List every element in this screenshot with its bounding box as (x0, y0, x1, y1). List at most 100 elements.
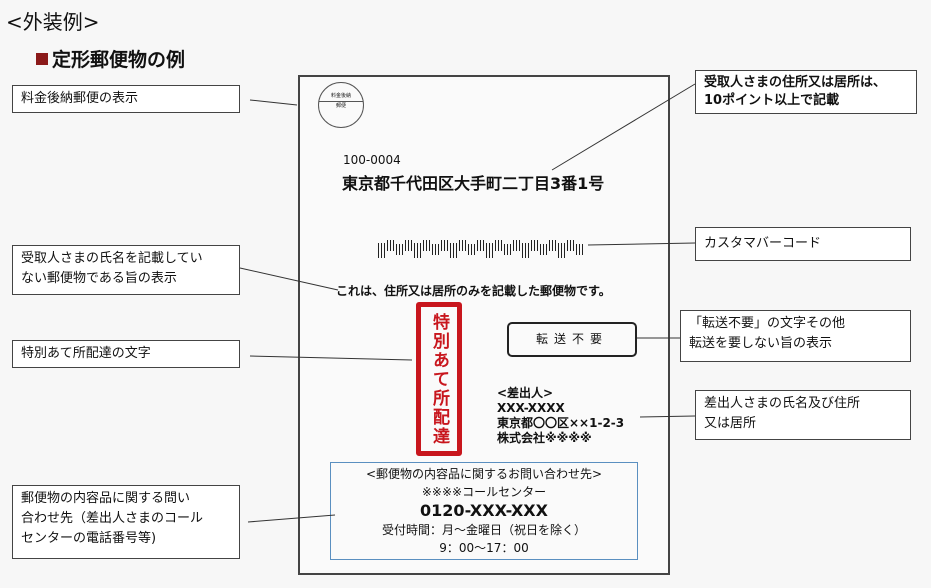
page-title: <外装例> (6, 10, 100, 34)
barcode-bar (477, 240, 478, 251)
barcode-bar (558, 243, 559, 258)
callout-no-name: 受取人さまの氏名を記載していない郵便物である旨の表示 (12, 245, 240, 295)
barcode-bar (447, 240, 448, 251)
barcode-bar (450, 243, 451, 258)
callout-line: 10ポイント以上で記載 (704, 93, 840, 108)
envelope (298, 75, 670, 575)
leader-line (587, 242, 696, 246)
sender-postal: XXX-XXXX (497, 401, 565, 415)
barcode-bar (492, 243, 493, 258)
barcode-bar (420, 243, 421, 258)
barcode-bar (402, 244, 403, 255)
stamp-line2: 郵便 (335, 103, 346, 109)
leader-line (247, 514, 336, 523)
callout-no-forward: 「転送不要」の文字その他転送を要しない旨の表示 (680, 310, 911, 362)
barcode-bar (405, 240, 406, 251)
leader-line (249, 99, 298, 106)
barcode-bar (564, 243, 565, 258)
section-title-text: 定形郵便物の例 (52, 49, 186, 71)
contact-phone: 0120-XXX-XXX (420, 501, 548, 520)
barcode-bar (501, 240, 502, 251)
barcode-bar (546, 244, 547, 255)
callout-address-size: 受取人さまの住所又は居所は、10ポイント以上で記載 (695, 70, 917, 114)
barcode-bar (438, 244, 439, 255)
barcode-bar (537, 240, 538, 251)
barcode-bar (423, 240, 424, 251)
barcode-bar (459, 240, 460, 251)
callout-line: 差出人さまの氏名及び住所 (704, 396, 861, 411)
barcode-bar (540, 244, 541, 255)
barcode-bar (510, 244, 511, 255)
leader-line (249, 355, 413, 361)
barcode-bar (390, 240, 391, 251)
barcode-bar (483, 240, 484, 251)
barcode-bar (570, 240, 571, 251)
leader-line (551, 83, 696, 171)
no-forward-mark: 転送不要 (507, 322, 637, 357)
callout-line: 「転送不要」の文字その他 (689, 316, 846, 331)
barcode-bar (567, 240, 568, 251)
barcode-bar (519, 240, 520, 251)
contact-box: <郵便物の内容品に関するお問い合わせ先> ※※※※コールセンター 0120-XX… (330, 462, 638, 560)
barcode-bar (480, 240, 481, 251)
callout-line: ない郵便物である旨の表示 (21, 271, 177, 286)
barcode-bar (435, 244, 436, 255)
barcode-bar (465, 240, 466, 251)
barcode-bar (504, 244, 505, 255)
callout-inquiry: 郵便物の内容品に関する問い合わせ先（差出人さまのコールセンターの電話番号等) (12, 485, 240, 559)
barcode-bar (378, 243, 379, 258)
callout-line: 又は居所 (704, 416, 757, 431)
leader-line (239, 267, 339, 291)
barcode-bar (471, 244, 472, 255)
barcode-bar (411, 240, 412, 251)
barcode-bar (462, 240, 463, 251)
barcode-bar (486, 243, 487, 258)
barcode-bar (456, 243, 457, 258)
barcode-bar (432, 244, 433, 255)
sender-heading: <差出人> (497, 386, 554, 400)
callout-line: 転送を要しない旨の表示 (689, 336, 833, 351)
barcode-bar (507, 244, 508, 255)
callout-line: 郵便物の内容品に関する問い (21, 491, 191, 506)
barcode-bar (582, 244, 583, 255)
callout-barcode: カスタマバーコード (695, 227, 911, 261)
barcode-bar (399, 244, 400, 255)
barcode-bar (576, 244, 577, 255)
callout-special: 特別あて所配達の文字 (12, 340, 240, 368)
barcode-bar (474, 244, 475, 255)
callout-postage: 料金後納郵便の表示 (12, 85, 240, 113)
barcode-bar (552, 240, 553, 251)
section-title: 定形郵便物の例 (36, 45, 185, 72)
barcode-bar (531, 240, 532, 251)
barcode-bar (573, 240, 574, 251)
barcode-bar (393, 240, 394, 251)
contact-hours: 9：00～17：00 (439, 541, 529, 555)
barcode-bar (426, 240, 427, 251)
barcode-bar (444, 240, 445, 251)
barcode-bar (543, 244, 544, 255)
recipient-address: 東京都千代田区大手町二丁目3番1号 (342, 174, 605, 193)
barcode-bar (381, 243, 382, 258)
barcode-bar (408, 240, 409, 251)
barcode-bar (516, 240, 517, 251)
contact-center: ※※※※コールセンター (421, 485, 547, 499)
stamp-line1: 料金後納 (319, 83, 363, 102)
barcode-bar (387, 240, 388, 251)
address-only-notice: これは、住所又は居所のみを記載した郵便物です。 (336, 284, 611, 298)
barcode-bar (384, 243, 385, 258)
sender-address: 東京都〇〇区××1-2-3 (497, 416, 625, 430)
customer-barcode (378, 240, 588, 258)
barcode-bar (579, 244, 580, 255)
barcode-bar (513, 240, 514, 251)
leader-line (639, 415, 696, 418)
barcode-bar (561, 243, 562, 258)
barcode-bar (396, 244, 397, 255)
barcode-bar (414, 243, 415, 258)
barcode-bar (498, 240, 499, 251)
special-delivery-mark: 特別あて所配達 (416, 302, 462, 456)
barcode-bar (468, 244, 469, 255)
contact-hours-label: 受付時間：月～金曜日（祝日を除く） (381, 523, 586, 537)
contact-heading: <郵便物の内容品に関するお問い合わせ先> (365, 467, 603, 481)
barcode-bar (453, 243, 454, 258)
